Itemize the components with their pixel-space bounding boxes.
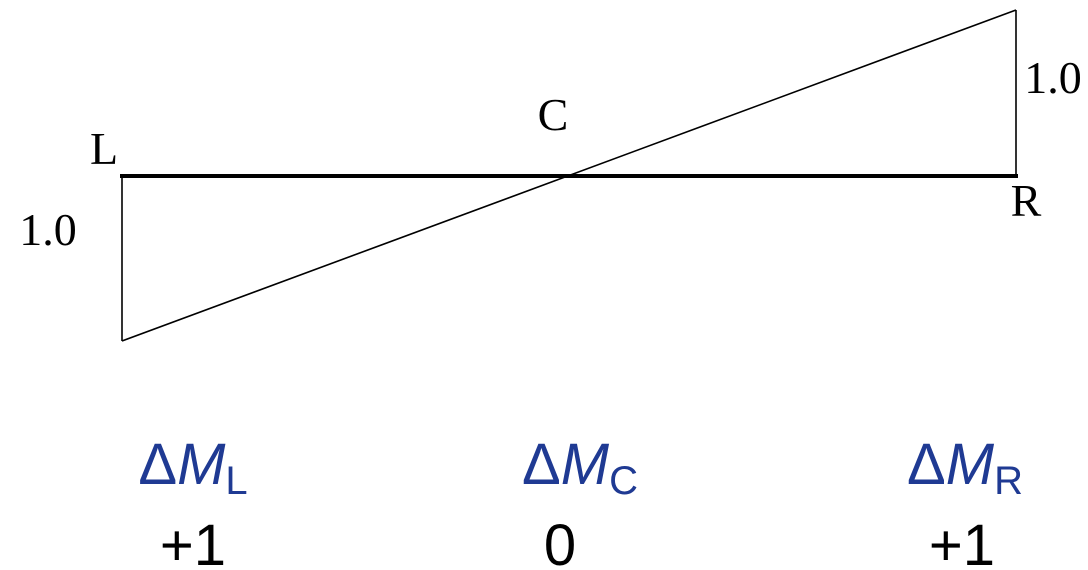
left-ordinate-value: 1.0 [19,204,77,255]
moment-label-right: ΔMR [907,432,1023,503]
moment-label-center: ΔMC [522,432,638,503]
right-ordinate-value: 1.0 [1024,52,1082,103]
moment-value-left: +1 [160,513,226,570]
influence-line-diagonal [121,9,1017,342]
point-label-center: C [538,89,569,140]
point-label-left: L [90,123,118,174]
moment-value-right: +1 [929,513,995,570]
moment-value-center: 0 [544,513,576,570]
point-label-right: R [1011,175,1042,226]
moment-label-left: ΔML [138,432,247,503]
